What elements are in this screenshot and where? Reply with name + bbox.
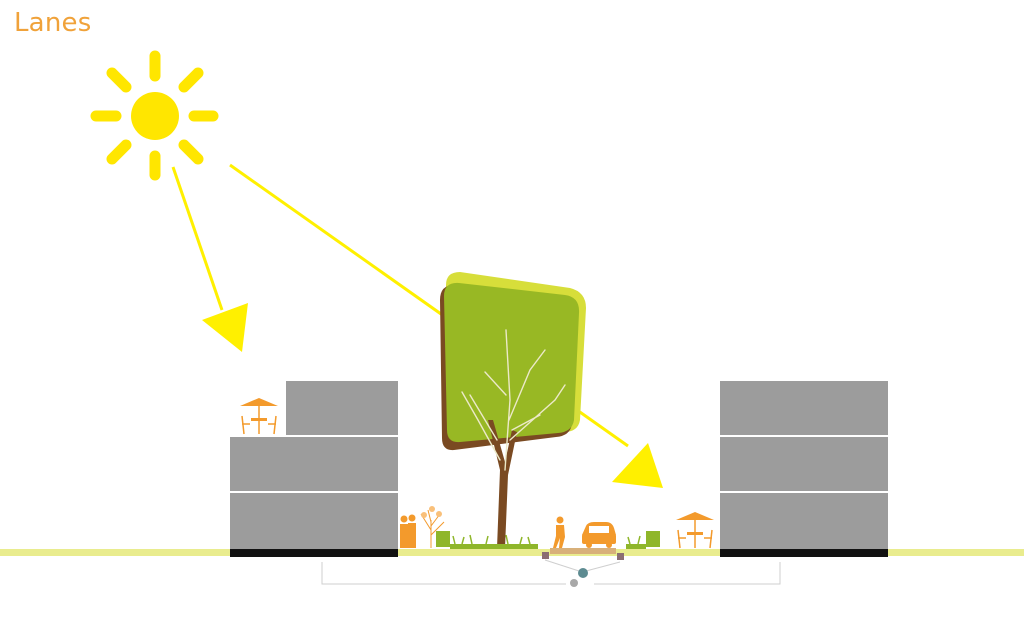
- sun-icon: [90, 50, 219, 181]
- people-icon: [400, 514, 416, 548]
- car-icon: [582, 522, 616, 548]
- curb-right: [617, 553, 624, 560]
- curb-left: [542, 552, 549, 559]
- right-foundation: [720, 549, 888, 557]
- tree-icon: [440, 272, 586, 548]
- left-building: [230, 381, 398, 557]
- sapling-icon: [420, 506, 445, 548]
- right-building: [720, 381, 888, 557]
- drain-node: [578, 568, 588, 578]
- page-title: Lanes: [14, 8, 92, 38]
- umbrella-table-icon: [240, 398, 278, 435]
- ground-line: [0, 549, 1024, 556]
- drainage-lines: [321, 559, 781, 585]
- umbrella-table-icon: [676, 512, 714, 549]
- planter-right: [626, 531, 660, 549]
- left-foundation: [230, 549, 398, 557]
- sun-ray-arrow-left: [171, 166, 248, 352]
- drain-node-lower: [570, 579, 578, 587]
- lane-surface: [550, 548, 616, 554]
- planter-left: [436, 531, 538, 549]
- walking-person-icon: [553, 516, 565, 548]
